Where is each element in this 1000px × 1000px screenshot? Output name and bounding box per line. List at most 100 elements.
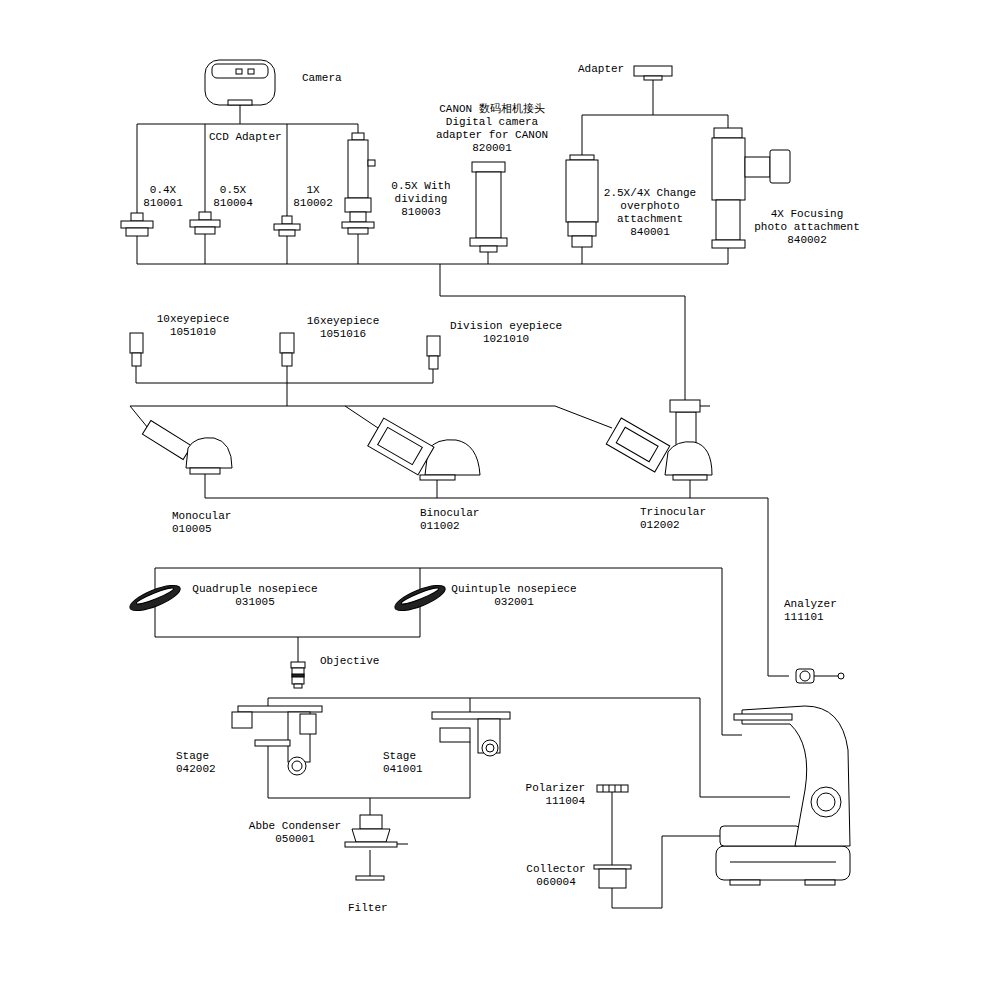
part-label: Quintuple nosepiece 032001	[448, 583, 580, 609]
stage-illustration-part	[482, 740, 498, 756]
camera-illustration-part	[236, 69, 242, 74]
connector-line-part	[370, 798, 371, 815]
part-label: Monocular 010005	[172, 510, 242, 536]
condenser-illustration	[345, 815, 408, 880]
part-label: Camera	[302, 72, 362, 85]
photo-attachment-illustration-part	[570, 155, 594, 160]
photo-attachment-illustration-part	[480, 246, 497, 252]
ccd-adapter-illustration-part	[126, 228, 148, 236]
photo-attachment-illustration-part	[745, 157, 770, 177]
photo-attachment-illustration-part	[714, 128, 742, 138]
microscope-body-part	[730, 862, 836, 863]
analyzer-illustration-part	[800, 671, 810, 681]
connector-line-part	[205, 234, 206, 264]
microscope-body-part	[805, 880, 835, 885]
polarizer-collector-illustration-part	[621, 785, 622, 792]
analyzer-illustration-part	[796, 669, 814, 683]
connector-line-part	[653, 80, 654, 115]
connector-line-part	[728, 115, 729, 128]
part-label: CANON 数码相机接头 Digital camera adapter for …	[432, 103, 552, 155]
ccd-adapter-illustration-part	[190, 220, 220, 227]
connector-line-part	[136, 366, 137, 383]
part-label: 2.5X/4X Change overphoto attachment 8400…	[602, 187, 698, 239]
connector-line-part	[728, 248, 729, 264]
part-label: Quadruple nosepiece 031005	[190, 583, 320, 609]
ccd-adapter-illustration-part	[199, 212, 211, 220]
part-label: Filter	[348, 902, 398, 915]
objective-illustration-part	[292, 674, 304, 677]
ccd-adapter-illustration-part	[350, 212, 366, 222]
condenser-illustration-part	[356, 876, 384, 880]
head-illustration-part	[190, 468, 220, 474]
head-illustration-part	[670, 400, 700, 412]
analyzer-illustration-part	[838, 673, 844, 679]
head-illustration-part	[700, 406, 710, 407]
connector-line-part	[130, 406, 148, 428]
connector-line-part	[358, 124, 359, 133]
connector-line-part	[155, 606, 420, 637]
head-illustration-part	[378, 427, 423, 464]
ccd-adapter-illustration-part	[368, 160, 375, 166]
part-label: Trinocular 012002	[640, 506, 714, 532]
part-label: Adapter	[578, 63, 628, 76]
stage-illustration-part	[300, 714, 316, 734]
stage-illustration	[232, 706, 510, 775]
ccd-adapter-illustration-part	[282, 216, 292, 224]
connector-line-part	[240, 105, 241, 124]
photo-attachment-illustration	[470, 66, 790, 252]
connector-line-part	[268, 698, 269, 706]
nosepiece-illustration-part	[127, 580, 183, 615]
connector-line-part	[155, 568, 722, 569]
connector-line-part	[768, 498, 789, 676]
eyepiece-illustration-part	[132, 353, 141, 366]
condenser-illustration-part	[397, 844, 408, 845]
part-label: Binocular 011002	[420, 507, 490, 533]
connector-line-part	[433, 369, 434, 383]
connector-line-part	[420, 568, 421, 590]
stage-illustration-part	[292, 761, 302, 771]
ccd-adapter-illustration-part	[348, 140, 368, 198]
connector-line-part	[612, 836, 720, 908]
microscope-body-part	[817, 793, 835, 811]
microscope-body-part	[720, 826, 800, 846]
eyepiece-illustration-part	[280, 333, 294, 353]
polarizer-collector-illustration	[594, 785, 631, 888]
part-label: 0.5X 810004	[212, 184, 254, 210]
ccd-adapter-illustration-part	[131, 213, 143, 221]
connector-line-part	[137, 124, 358, 125]
photo-attachment-illustration-part	[712, 240, 745, 248]
head-illustration-part	[673, 475, 707, 480]
eyepiece-illustration-part	[429, 356, 438, 369]
part-label: 1X 810002	[292, 184, 334, 210]
connector-line-part	[488, 252, 489, 264]
connector-line-part	[136, 383, 433, 384]
photo-attachment-illustration-part	[634, 66, 672, 76]
camera-illustration-part	[248, 69, 254, 74]
stage-illustration-part	[232, 712, 252, 728]
head-illustration-part	[420, 475, 455, 480]
connector-line	[130, 80, 790, 908]
microscope-body-part	[742, 706, 850, 846]
connector-line-part	[690, 480, 691, 498]
photo-attachment-illustration-part	[472, 162, 505, 172]
microscope-body	[716, 706, 850, 885]
connector-line-part	[612, 792, 613, 865]
nosepiece-illustration-part	[392, 580, 448, 615]
nosepiece-illustration	[127, 580, 448, 615]
eyepiece-illustration	[130, 333, 440, 369]
polarizer-collector-illustration-part	[597, 785, 628, 792]
photo-attachment-illustration-part	[644, 76, 662, 80]
photo-attachment-illustration-part	[712, 138, 745, 200]
head-illustration-part	[142, 420, 191, 459]
part-label: 10xeyepiece 1051010	[153, 313, 233, 339]
connector-line-part	[298, 637, 299, 662]
head-illustration-part	[606, 418, 669, 472]
connector-line-part	[722, 568, 742, 735]
connector-line-part	[287, 383, 288, 406]
polarizer-collector-illustration-part	[603, 785, 604, 792]
objective-illustration	[291, 662, 305, 688]
part-label: 0.5X With dividing 810003	[376, 180, 466, 219]
objective-illustration-part	[292, 668, 304, 684]
